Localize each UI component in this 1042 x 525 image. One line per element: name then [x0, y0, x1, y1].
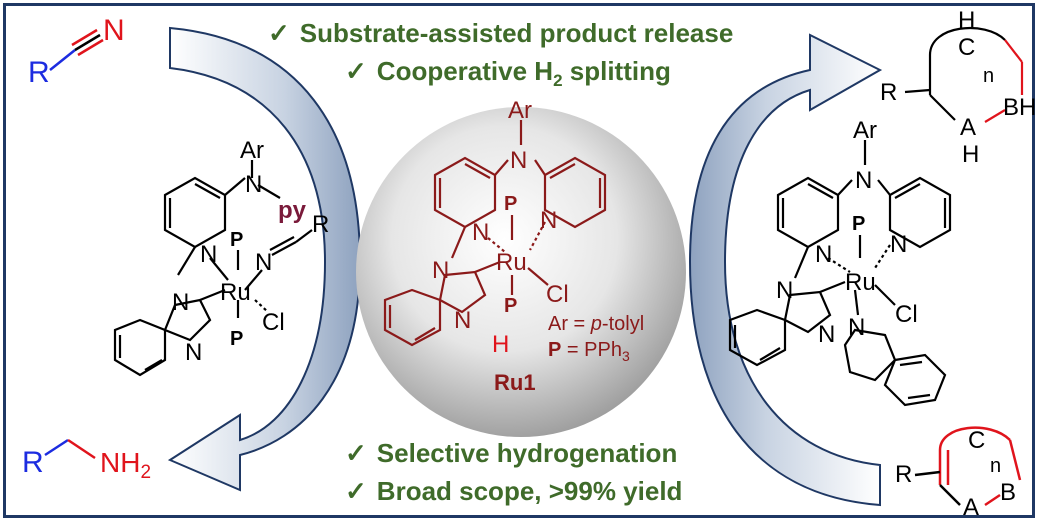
right-N-amine: N — [855, 167, 872, 194]
product-bottom-R: R — [895, 461, 912, 488]
legend-p-pre: = PPh — [561, 339, 622, 361]
check-text-h2-pre: Cooperative H — [376, 56, 554, 86]
right-complex — [728, 140, 952, 407]
legend-ar-it: p — [590, 313, 602, 335]
center-label-Ru1: Ru1 — [494, 370, 536, 395]
product-top-C: C — [958, 34, 975, 61]
nitrile-R: R — [28, 56, 50, 89]
right-Ar: Ar — [853, 117, 877, 144]
check-text-product-release: Substrate-assisted product release — [299, 18, 734, 48]
center-Ar: Ar — [508, 97, 532, 124]
center-N-bim2: N — [454, 307, 471, 334]
left-N-pyr: N — [200, 241, 217, 268]
product-top-n: n — [983, 65, 994, 87]
right-N-isoq: N — [848, 314, 865, 341]
left-N-nitrile: N — [255, 249, 272, 276]
check-text-selective-hydrogenation: Selective hydrogenation — [376, 438, 678, 468]
left-N-bim2: N — [185, 339, 202, 366]
product-top-H2: H — [962, 141, 979, 168]
left-complex — [113, 160, 313, 377]
left-P-bottom: P — [230, 328, 243, 350]
amine-NH2: NH2 — [100, 447, 151, 483]
center-N-amine: N — [510, 147, 527, 174]
checkmark-icon: ✓ — [268, 18, 290, 48]
check-item-selective-hydrogenation: ✓ Selective hydrogenation — [345, 438, 677, 469]
amine-R: R — [22, 446, 44, 479]
center-legend-ar: Ar = p-tolyl — [548, 313, 644, 335]
checkmark-icon: ✓ — [345, 438, 367, 468]
center-legend-p: P = PPh3 — [548, 339, 630, 364]
check-item-product-release: ✓ Substrate-assisted product release — [268, 18, 733, 49]
legend-ar-post: -tolyl — [602, 313, 644, 335]
product-top-BH: BH — [1003, 94, 1036, 121]
center-complex — [383, 120, 607, 347]
left-py: py — [278, 197, 307, 224]
left-P-top: P — [230, 229, 243, 251]
left-Ru: Ru — [220, 279, 251, 306]
product-top-R: R — [880, 79, 897, 106]
check-text-h2-sub: 2 — [553, 71, 563, 91]
left-R: R — [312, 211, 329, 238]
left-N-amine: N — [245, 171, 262, 198]
product-top-H1: H — [958, 7, 975, 34]
check-item-broad-scope: ✓ Broad scope, >99% yield — [345, 476, 682, 507]
right-N-bim1: N — [776, 277, 793, 304]
right-Cl: Cl — [895, 301, 918, 328]
check-text-broad-scope: Broad scope, >99% yield — [376, 476, 683, 506]
center-N-pyr: N — [540, 207, 557, 234]
product-top-labels: H C n R A BH H — [880, 7, 1036, 168]
checkmark-icon: ✓ — [345, 476, 367, 506]
product-bottom-B: B — [1000, 479, 1016, 506]
center-complex-labels: Ar N N N P Ru Cl P N N H Ar = p-tolyl P … — [432, 97, 644, 395]
product-bottom-structure — [914, 426, 1022, 507]
amine-sub: 2 — [140, 462, 151, 483]
legend-p-sub: 3 — [622, 348, 630, 364]
right-N-bim2: N — [818, 321, 835, 348]
right-P-top: P — [852, 213, 865, 235]
right-cycle-arrow — [688, 33, 883, 507]
left-N-bim1: N — [172, 289, 189, 316]
amine-product: R NH2 — [22, 438, 151, 483]
right-complex-labels: Ar N N N P Ru Cl N N N — [776, 117, 918, 348]
legend-ar-pre: Ar = — [548, 313, 591, 335]
product-bottom-C: C — [968, 427, 985, 454]
left-complex-labels: Ar N py P N N R Ru Cl P N N — [172, 137, 329, 366]
nitrile-substrate: R N — [28, 14, 125, 89]
right-N-pyr: N — [890, 231, 907, 258]
right-Ru: Ru — [845, 269, 876, 296]
product-bottom-n: n — [990, 455, 1001, 477]
left-Cl: Cl — [262, 309, 285, 336]
center-N-pyl: N — [472, 219, 489, 246]
catalyst-sphere — [356, 107, 686, 437]
left-cycle-arrow — [167, 26, 362, 492]
center-P-bottom: P — [504, 295, 517, 317]
center-Cl: Cl — [546, 281, 569, 308]
center-H: H — [492, 331, 509, 358]
center-P-top: P — [504, 193, 517, 215]
center-Ru: Ru — [496, 249, 527, 276]
check-item-h2-splitting: ✓ Cooperative H2 splitting — [345, 56, 671, 91]
check-text-h2-post: splitting — [562, 56, 671, 86]
product-bottom-A: A — [963, 494, 979, 521]
legend-p-bold: P — [548, 339, 561, 361]
product-top-A: A — [960, 114, 976, 141]
center-N-bim1: N — [432, 257, 449, 284]
nitrile-N: N — [103, 14, 125, 47]
checkmark-icon: ✓ — [345, 56, 367, 86]
left-Ar: Ar — [240, 137, 264, 164]
right-N-pyl: N — [815, 241, 832, 268]
product-bottom-labels: C n R A B — [895, 427, 1016, 521]
product-top-structure — [904, 26, 1024, 123]
amine-N: NH — [100, 447, 140, 478]
